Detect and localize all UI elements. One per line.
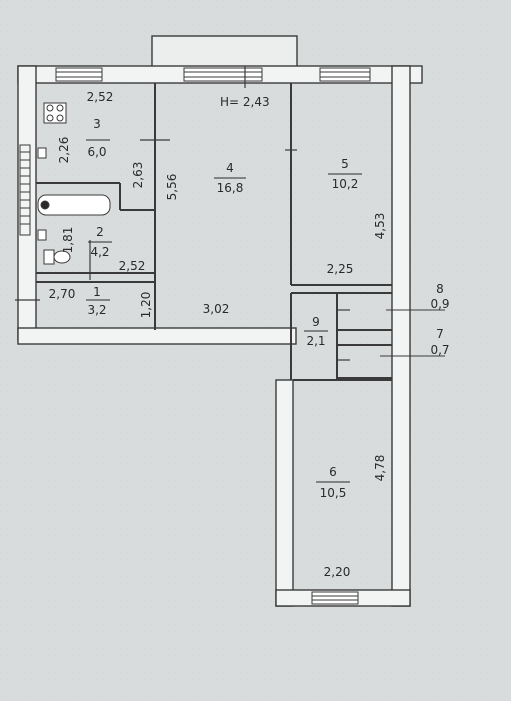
dim-bedroom5-width: 2,25 (327, 262, 354, 276)
balcony (151, 35, 298, 69)
ventilation-shaft (19, 144, 31, 236)
room-3-number: 3 (93, 117, 101, 131)
dim-kitchen-width: 2,52 (87, 90, 114, 104)
bathtub-icon (37, 194, 111, 216)
leader-lines (380, 309, 445, 357)
room-3-area: 6,0 (87, 145, 106, 159)
room-5-area: 10,2 (332, 177, 359, 191)
room-6-area: 10,5 (320, 486, 347, 500)
windows (55, 67, 371, 605)
stove-icon (43, 102, 67, 124)
room-7-number: 7 (436, 327, 444, 341)
room-7-area: 0,7 (430, 343, 449, 357)
sink-icon (37, 147, 47, 241)
wall-bedroom6-left (275, 379, 294, 607)
door-marks (15, 66, 350, 361)
room-6-number: 6 (329, 465, 337, 479)
dim-bedroom6-width: 2,20 (324, 565, 351, 579)
room-9-area: 2,1 (306, 334, 325, 348)
ceiling-height-label: H= 2,43 (220, 95, 270, 109)
dim-kitchen-depth: 2,26 (57, 137, 71, 164)
room-4-number: 4 (226, 161, 234, 175)
room-8-area: 0,9 (430, 297, 449, 311)
wall-left (17, 65, 37, 341)
room-9-number: 9 (312, 315, 320, 329)
dim-hall-width: 2,70 (49, 287, 76, 301)
toilet-icon (43, 249, 71, 265)
dim-bath-width: 2,52 (119, 259, 146, 273)
room-5-number: 5 (341, 157, 349, 171)
wall-right (391, 65, 411, 607)
dim-corridor-length: 3,02 (203, 302, 230, 316)
room-2-area: 4,2 (90, 245, 109, 259)
dim-bath-depth: 1,81 (61, 227, 75, 254)
dim-bedroom6-depth: 4,78 (373, 455, 387, 482)
room-1-area: 3,2 (87, 303, 106, 317)
room-4-area: 16,8 (217, 181, 244, 195)
dim-living-depth: 5,56 (165, 174, 179, 201)
room-2-number: 2 (96, 225, 104, 239)
partitions (36, 83, 392, 381)
wall-bottom-left (17, 327, 297, 345)
walls (17, 35, 423, 607)
dim-bedroom5-depth: 4,53 (373, 213, 387, 240)
room-1-number: 1 (93, 285, 101, 299)
room-8-number: 8 (436, 282, 444, 296)
dim-hall-depth: 1,20 (139, 292, 153, 319)
dim-kitchen-partition: 2,63 (131, 162, 145, 189)
